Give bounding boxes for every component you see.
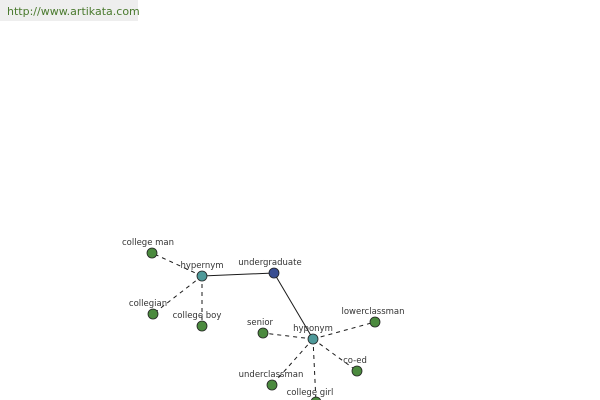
- node-label-hypernym[interactable]: hypernym: [180, 261, 223, 271]
- node-undergraduate[interactable]: [268, 267, 280, 279]
- node-hyponym[interactable]: [307, 333, 319, 345]
- edge-hyponym-senior: [262, 332, 314, 340]
- node-college-boy[interactable]: [196, 320, 208, 332]
- node-label-lowerclassman[interactable]: lowerclassman: [341, 307, 404, 317]
- edge-hypernym-collegian: [152, 275, 203, 315]
- node-label-college-girl[interactable]: college girl: [287, 388, 334, 398]
- node-college-man[interactable]: [146, 247, 158, 259]
- node-label-collegian[interactable]: collegian: [129, 299, 167, 309]
- node-label-senior[interactable]: senior: [247, 318, 274, 328]
- node-label-co-ed[interactable]: co-ed: [343, 356, 367, 366]
- source-url-bar: http://www.artikata.com: [0, 0, 140, 21]
- edge-undergraduate-hyponym: [273, 272, 314, 340]
- node-label-underclassman[interactable]: underclassman: [239, 370, 304, 380]
- node-college-girl[interactable]: [310, 396, 322, 400]
- source-url-link[interactable]: http://www.artikata.com: [7, 5, 140, 18]
- edge-hyponym-co-ed: [312, 338, 358, 372]
- graph-edges: [151, 252, 376, 400]
- edge-undergraduate-hypernym: [201, 272, 275, 277]
- node-label-hyponym[interactable]: hyponym: [293, 324, 333, 334]
- edge-hyponym-college-girl: [312, 338, 317, 400]
- node-co-ed[interactable]: [351, 365, 363, 377]
- node-label-college-boy[interactable]: college boy: [173, 311, 222, 321]
- node-collegian[interactable]: [147, 308, 159, 320]
- edge-hyponym-lowerclassman: [312, 321, 376, 340]
- edge-hypernym-college-man: [151, 252, 203, 277]
- edge-hyponym-underclassman: [271, 338, 314, 386]
- node-label-college-man[interactable]: college man: [122, 238, 174, 248]
- node-hypernym[interactable]: [196, 270, 208, 282]
- node-lowerclassman[interactable]: [369, 316, 381, 328]
- node-underclassman[interactable]: [266, 379, 278, 391]
- node-label-undergraduate[interactable]: undergraduate: [238, 258, 301, 268]
- node-senior[interactable]: [257, 327, 269, 339]
- graph-nodes: [146, 247, 381, 400]
- graph-labels: undergraduate hypernym hyponym college man c…: [122, 238, 405, 398]
